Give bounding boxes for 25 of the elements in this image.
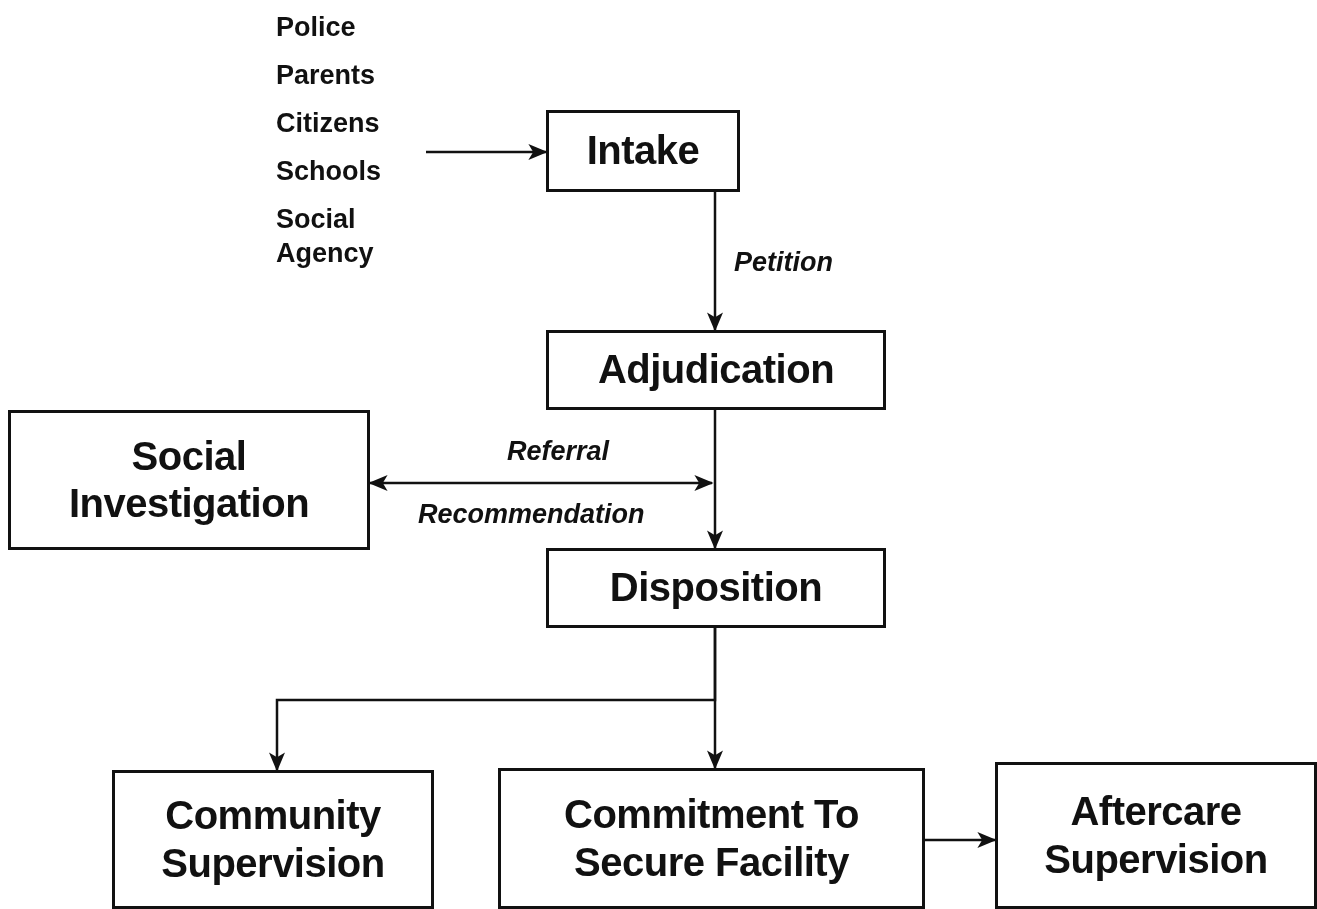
box-label: Intake <box>586 127 700 175</box>
arrow <box>426 144 548 160</box>
arrow <box>707 410 723 550</box>
process-box <box>546 548 886 628</box>
box-label: Disposition <box>609 564 823 612</box>
source-label: Parents <box>276 59 376 92</box>
arrow <box>707 628 723 770</box>
arrow <box>368 475 714 491</box>
arrow <box>925 832 997 848</box>
box-label: Community Supervision <box>160 792 386 887</box>
process-box <box>546 110 740 192</box>
process-box <box>112 770 434 909</box>
arrow <box>707 192 723 332</box>
source-label: Schools <box>276 155 382 188</box>
box-label: Aftercare Supervision <box>1043 788 1269 883</box>
box-label: Adjudication <box>597 346 835 394</box>
box-label: Commitment To Secure Facility <box>563 791 860 886</box>
process-box <box>546 330 886 410</box>
source-label: Police <box>276 11 356 44</box>
source-label: Citizens <box>276 107 380 140</box>
process-box <box>498 768 925 909</box>
process-box <box>8 410 370 550</box>
process-box <box>995 762 1317 909</box>
source-label: Social Agency <box>276 203 375 270</box>
box-label: Social Investigation <box>67 432 311 527</box>
